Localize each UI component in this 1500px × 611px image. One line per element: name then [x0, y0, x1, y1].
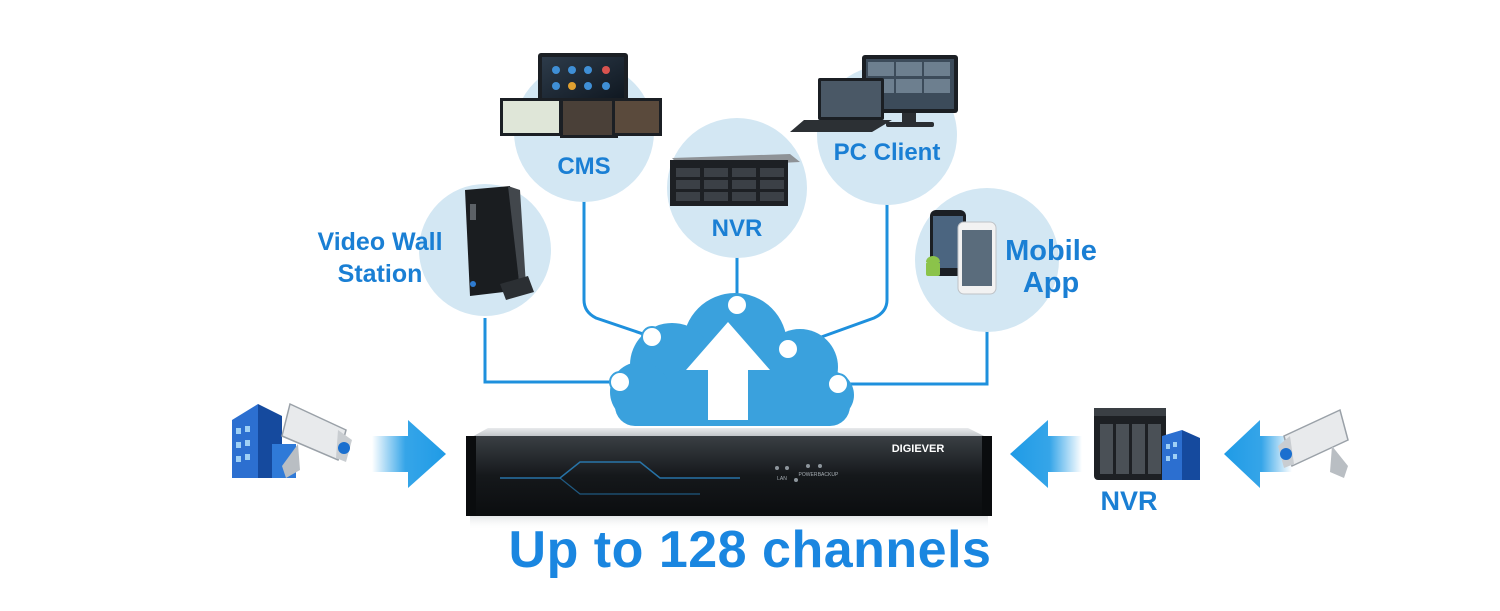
cloud-node-dot: [609, 371, 631, 393]
cms-monitors-icon: [500, 53, 662, 138]
building-camera-icon: [232, 402, 352, 478]
line-mobile-app: [838, 330, 989, 386]
android-icon: [926, 256, 940, 276]
cloud-node-dot: [726, 294, 748, 316]
nvr-rack-icon: [670, 154, 800, 206]
line-video-wall: [483, 318, 612, 384]
arrow-camera-to-nvr: [1224, 420, 1292, 488]
cloud-node-dot: [777, 338, 799, 360]
line-cms: [582, 190, 653, 339]
nvr-right-label: NVR: [1100, 486, 1157, 516]
mobile-app-icon: [926, 210, 997, 295]
camera-icon: [1278, 408, 1349, 478]
arrow-nvr-to-device: [1010, 420, 1082, 488]
building-icon: [1162, 430, 1200, 480]
mobile-app-label: Mobile: [1005, 235, 1097, 267]
line-pc-client: [787, 198, 889, 351]
video-wall-label: Video Wall: [317, 228, 442, 256]
led-label-power: POWER: [799, 472, 818, 478]
cloud-node-dot: [827, 373, 849, 395]
video-wall-label-line2: Station: [338, 260, 423, 288]
led-label-lan: LAN: [777, 476, 787, 482]
nas-nvr-icon: [1094, 408, 1200, 480]
cloud-node-dot: [641, 326, 663, 348]
mobile-app-label-line2: App: [1023, 267, 1079, 299]
pc-client-label: PC Client: [834, 139, 941, 166]
led-label-backup: BACKUP: [818, 472, 839, 478]
upload-arrow-icon: [686, 322, 770, 420]
cloud-upload-icon: [609, 293, 854, 426]
nvr-top-label: NVR: [712, 215, 763, 242]
cms-label: CMS: [557, 153, 610, 180]
device-brand: DIGIEVER: [892, 443, 945, 455]
digiever-nvr-device: DIGIEVER LAN POWER BACKUP: [466, 428, 992, 530]
video-wall-pc-icon: [465, 186, 534, 300]
connector-lines: [483, 190, 989, 386]
arrow-left-input: [372, 420, 446, 488]
headline: Up to 128 channels: [508, 521, 992, 579]
pc-client-icon: [790, 55, 958, 132]
